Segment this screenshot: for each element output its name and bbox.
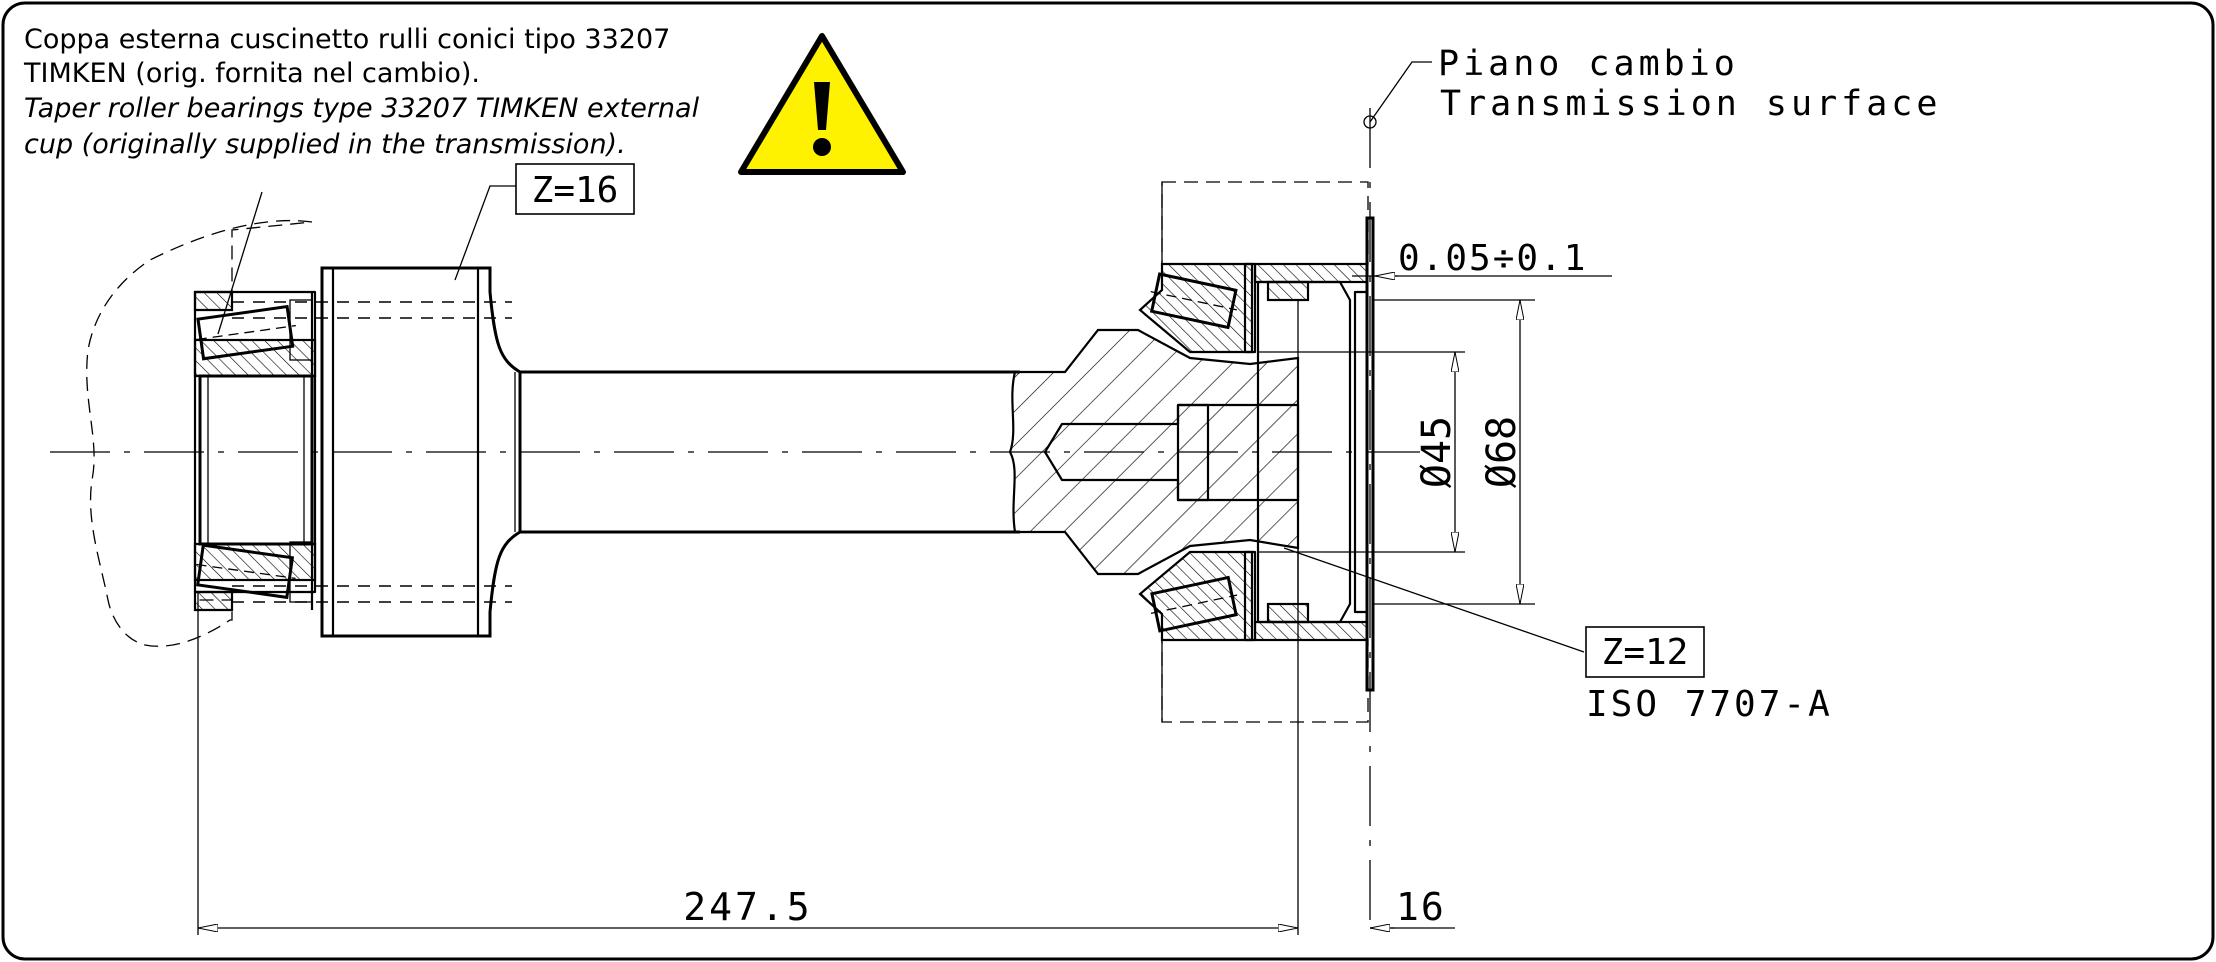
plane-label-english: Transmission surface: [1440, 84, 1941, 124]
note-english-line2: cup (originally supplied in the transmis…: [24, 129, 626, 160]
length-247-text: 247.5: [683, 885, 812, 929]
diameter-45-text: Ø45: [1414, 416, 1460, 488]
shaft: [514, 370, 1020, 534]
bearing-note: Coppa esterna cuscinetto rulli conici ti…: [23, 24, 700, 160]
note-english-line1: Taper roller bearings type 33207 TIMKEN …: [24, 93, 700, 124]
diameter-68-dimension: Ø68: [1373, 299, 1535, 605]
length-dimensions: 247.5 16: [197, 548, 1455, 935]
spline-z12-text: Z=12: [1602, 632, 1689, 673]
left-housing: [86, 219, 313, 647]
diameter-68-text: Ø68: [1479, 416, 1525, 488]
warning-triangle-icon: [738, 33, 906, 175]
transmission-plane: Piano cambio Transmission surface: [1363, 44, 1941, 930]
plane-label-italian: Piano cambio: [1438, 44, 1739, 84]
gear-tooth-count-label: Z=16: [454, 163, 635, 281]
spline-standard-text: ISO 7707-A: [1586, 684, 1833, 725]
diameter-45-dimension: Ø45: [1298, 351, 1465, 553]
clearance-value: 0.05÷0.1: [1398, 238, 1587, 279]
spline-label: Z=12 ISO 7707-A: [1283, 547, 1833, 725]
left-bearing: [193, 290, 317, 612]
note-leader-line: [217, 191, 263, 335]
clearance-dimension: 0.05÷0.1: [1352, 238, 1612, 279]
gear-z16-text: Z=16: [532, 170, 619, 211]
length-16-text: 16: [1396, 885, 1446, 929]
note-italian-line1: Coppa esterna cuscinetto rulli conici ti…: [24, 24, 670, 55]
note-italian-line2: TIMKEN (orig. fornita nel cambio).: [23, 58, 480, 89]
